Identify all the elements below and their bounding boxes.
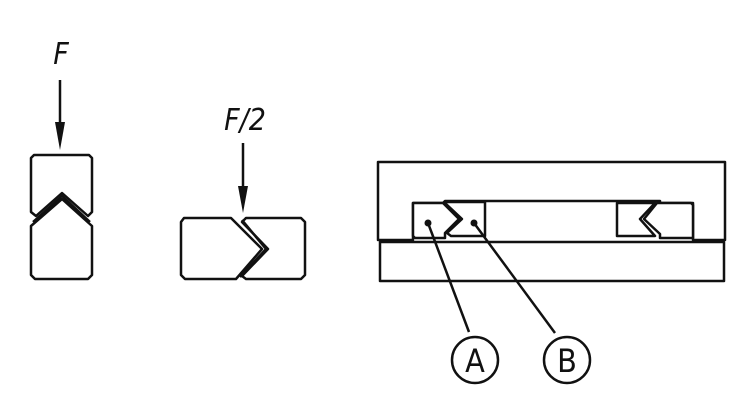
right-roller-inner	[615, 201, 657, 238]
right-roller-outer	[642, 201, 695, 240]
callout-b: B	[542, 335, 592, 385]
upper-roller-block	[29, 153, 94, 218]
callout-a: A	[450, 335, 500, 385]
leader-line-a	[426, 222, 471, 333]
callout-a-label: A	[465, 342, 485, 380]
left-roller-block	[179, 216, 264, 281]
down-arrow-icon	[55, 80, 65, 150]
figure-assembly: A B	[376, 160, 727, 385]
force-label-f-half: F/2	[224, 103, 266, 138]
force-label-f: F	[53, 37, 69, 72]
base-rail	[378, 240, 726, 283]
figure-vertical-load: F	[29, 37, 94, 281]
down-arrow-icon	[238, 143, 248, 213]
roller-a	[411, 201, 461, 240]
figure-split-load: F/2	[179, 103, 307, 281]
contact-chevron	[239, 219, 268, 278]
upper-carriage	[376, 160, 727, 242]
callout-b-label: B	[557, 342, 577, 380]
contact-chevron	[32, 194, 91, 223]
roller-b	[443, 200, 487, 238]
leader-line-b	[472, 222, 557, 334]
lower-roller-block	[29, 197, 94, 281]
